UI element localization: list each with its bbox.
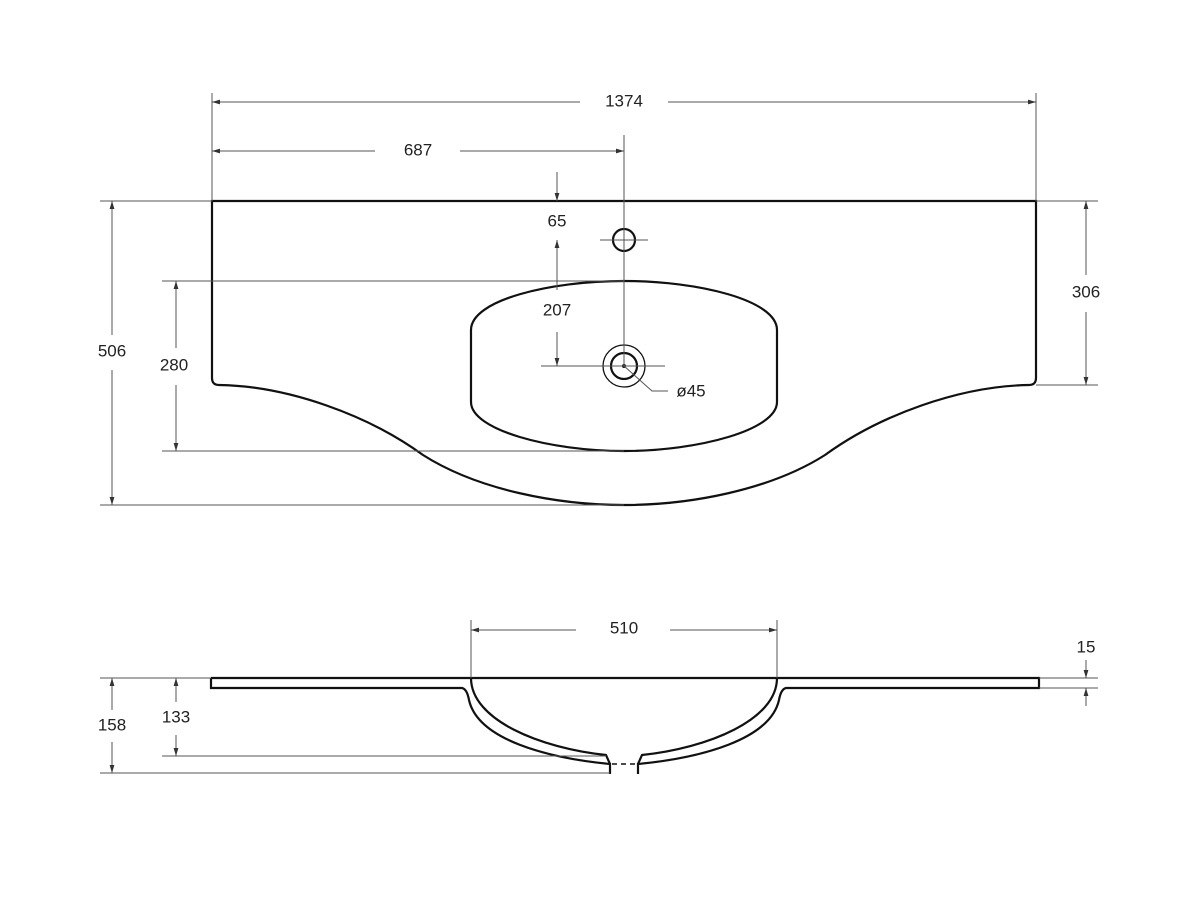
dim-bowl-depth: 280 <box>160 355 188 374</box>
countertop-outline <box>210 199 1038 507</box>
dim-half-width: 687 <box>404 140 432 159</box>
dim-tap-to-drain: 207 <box>543 300 571 319</box>
dim-total-depth: 506 <box>98 341 126 360</box>
dim-bowl-width: 510 <box>610 618 638 637</box>
dim-total-width: 1374 <box>605 91 643 110</box>
bowl-outline <box>469 279 779 453</box>
dim-drain-diameter: ø45 <box>676 381 705 400</box>
dim-right-depth: 306 <box>1072 282 1100 301</box>
slab-top <box>211 676 1041 774</box>
side-view: 510 15 158 133 <box>98 618 1098 774</box>
dim-bowl-height: 133 <box>162 707 190 726</box>
dim-slab-thickness: 15 <box>1077 637 1096 656</box>
bowl-inner <box>469 677 779 765</box>
slab-left <box>209 678 612 774</box>
dim-tap-offset: 65 <box>548 211 567 230</box>
dim-total-height: 158 <box>98 715 126 734</box>
top-view: 1374 687 65 207 306 506 280 ø45 <box>98 91 1100 507</box>
